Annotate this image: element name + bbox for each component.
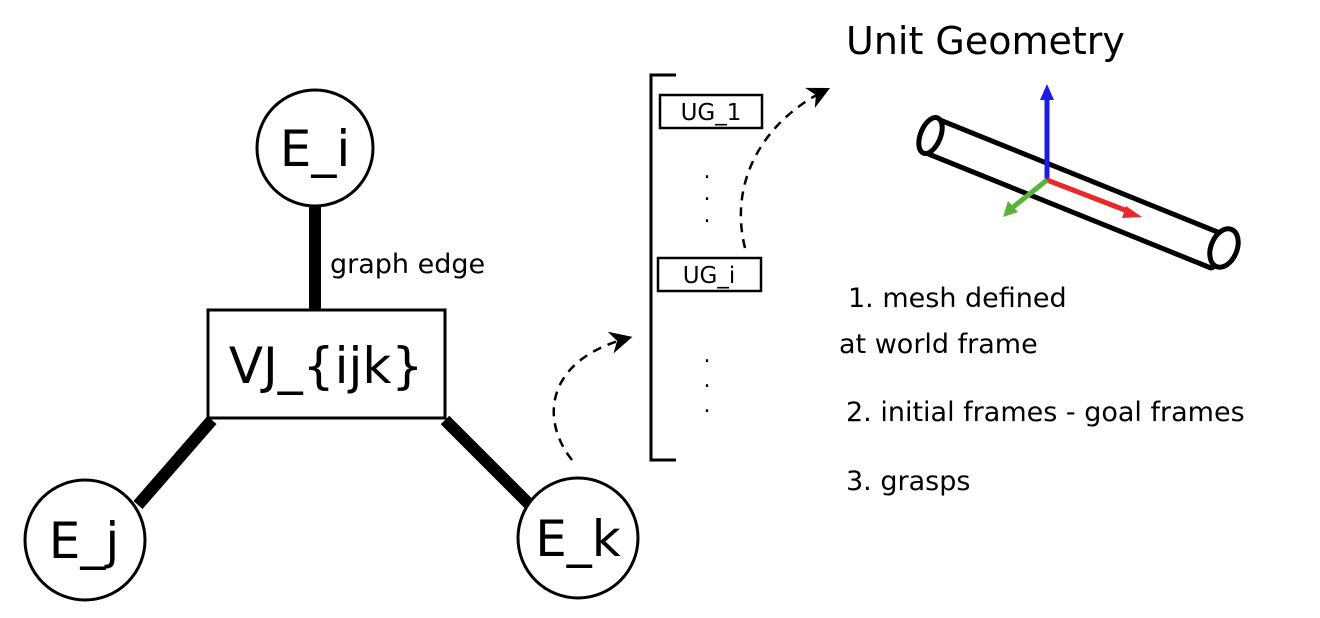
ellipsis-dot: .: [704, 393, 711, 418]
y-axis-arrowhead: [1003, 201, 1018, 217]
graph-edge-right: [440, 415, 535, 510]
node-e-j-label: E_j: [49, 512, 119, 570]
ellipsis-dot: .: [704, 181, 711, 206]
list-item-ug-1-label: UG_1: [681, 100, 742, 126]
ellipsis-dot: .: [704, 343, 711, 368]
node-e-k-label: E_k: [535, 510, 621, 568]
ellipsis-dot: .: [704, 159, 711, 184]
joint-label: VJ_{ijk}: [229, 337, 423, 395]
node-e-k: E_k: [516, 476, 640, 600]
list-item-ug-i-label: UG_i: [683, 263, 736, 289]
note-2: 2. initial frames - goal frames: [846, 397, 1245, 428]
ellipsis-dot: .: [704, 368, 711, 393]
z-axis-arrowhead: [1040, 84, 1054, 100]
node-e-j: E_j: [23, 478, 147, 602]
x-axis-arrow: [1046, 177, 1131, 215]
dashed-arrow-to-list: [552, 331, 633, 461]
y-axis-arrow: [1010, 178, 1049, 210]
node-e-i-label: E_i: [280, 120, 350, 178]
note-3: 3. grasps: [846, 466, 970, 497]
graph-edge-left: [133, 416, 217, 509]
ellipsis-dot: .: [704, 203, 711, 228]
unit-geometry-title: Unit Geometry: [846, 19, 1125, 63]
coordinate-frame: [1003, 84, 1142, 218]
list-bracket: [649, 73, 676, 462]
note-1-line-2: at world frame: [839, 329, 1038, 360]
dashed-arrow-to-geometry: [739, 87, 831, 249]
x-axis-arrowhead: [1122, 206, 1142, 218]
list-item-ug-i: UG_i: [656, 256, 763, 293]
note-1-line-1: 1. mesh defined: [848, 283, 1067, 314]
joint-node: VJ_{ijk}: [206, 308, 447, 420]
edge-label: graph edge: [330, 249, 485, 280]
node-e-i: E_i: [255, 88, 375, 208]
list-item-ug-1: UG_1: [658, 93, 764, 130]
